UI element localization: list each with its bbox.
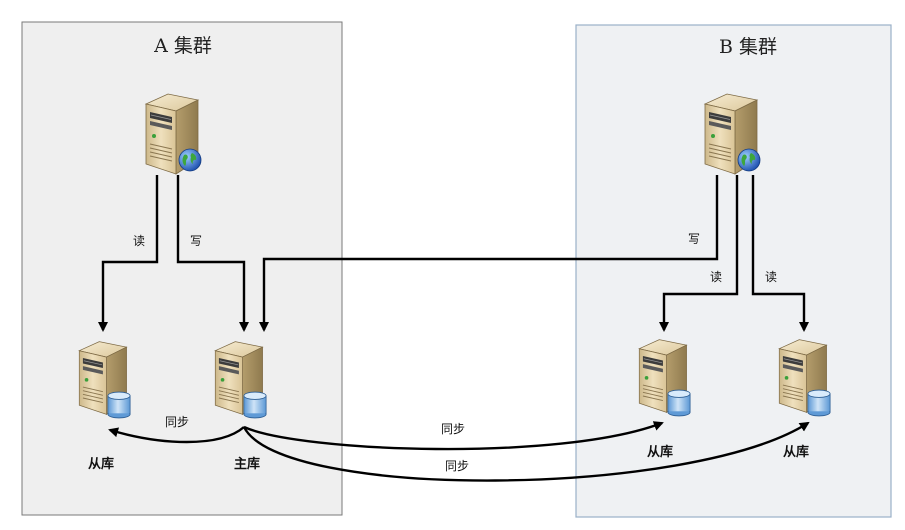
edge-sync-b-replica-1 bbox=[243, 421, 664, 451]
label-b-write: 写 bbox=[688, 232, 700, 246]
label-a-master: 主库 bbox=[234, 456, 260, 472]
label-a-write: 写 bbox=[190, 234, 202, 248]
cluster-b-title: B 集群 bbox=[719, 36, 777, 58]
database-icon bbox=[243, 391, 267, 419]
b-replica-1-server bbox=[638, 339, 691, 417]
edge-a-read bbox=[98, 175, 159, 332]
b-replica-2-server bbox=[778, 339, 831, 417]
label-b-read-1: 读 bbox=[710, 270, 722, 284]
edge-sync-b-replica-2 bbox=[242, 421, 810, 482]
edge-b-read-1 bbox=[659, 175, 739, 332]
label-sync-a-replica: 同步 bbox=[165, 415, 189, 429]
label-a-replica: 从库 bbox=[88, 456, 114, 472]
label-sync-b-replica-1: 同步 bbox=[441, 422, 465, 436]
edge-sync-a-replica bbox=[108, 426, 245, 444]
a-app-server bbox=[145, 93, 202, 175]
label-b-replica-2: 从库 bbox=[783, 444, 809, 460]
edge-b-read-2 bbox=[751, 175, 809, 332]
a-replica-server bbox=[78, 341, 131, 419]
a-master-server bbox=[214, 341, 267, 419]
edge-b-write bbox=[259, 175, 719, 332]
cluster-a-title: A 集群 bbox=[153, 35, 212, 57]
label-sync-b-replica-2: 同步 bbox=[445, 459, 469, 473]
label-a-read: 读 bbox=[133, 234, 145, 248]
globe-icon bbox=[737, 148, 761, 172]
b-app-server bbox=[704, 93, 761, 175]
database-icon bbox=[807, 389, 831, 417]
label-b-read-2: 读 bbox=[765, 270, 777, 284]
label-b-replica-1: 从库 bbox=[647, 444, 673, 460]
edge-a-write bbox=[176, 175, 249, 332]
globe-icon bbox=[178, 148, 202, 172]
database-icon bbox=[667, 389, 691, 417]
database-icon bbox=[107, 391, 131, 419]
